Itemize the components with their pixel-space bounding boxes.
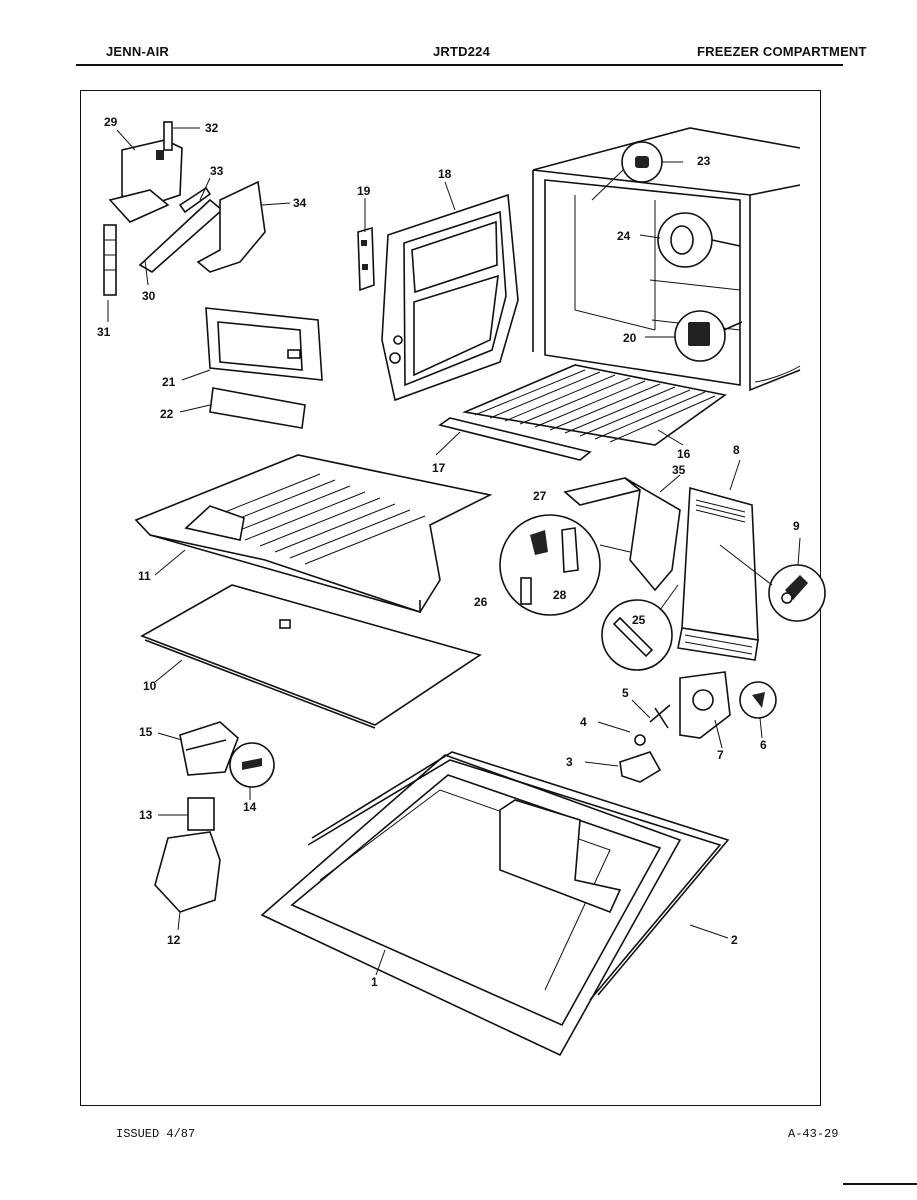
callout-3: 3 bbox=[566, 755, 573, 769]
callout-6: 6 bbox=[760, 738, 767, 752]
callout-30: 30 bbox=[142, 289, 156, 303]
footer-issued: ISSUED 4/87 bbox=[116, 1127, 196, 1141]
leader-lines bbox=[107, 127, 801, 976]
door-liner-part bbox=[381, 193, 519, 402]
footer-page-code: A-43-29 bbox=[788, 1127, 839, 1141]
callout-28: 28 bbox=[553, 588, 567, 602]
header-rule bbox=[76, 64, 843, 66]
callout-34: 34 bbox=[293, 196, 307, 210]
callout-17: 17 bbox=[432, 461, 446, 475]
callout-8: 8 bbox=[733, 443, 740, 457]
ice-bucket-part bbox=[154, 721, 275, 913]
callout-13: 13 bbox=[139, 808, 153, 822]
callout-9: 9 bbox=[793, 519, 800, 533]
callout-18: 18 bbox=[438, 167, 452, 181]
freezer-cabinet bbox=[532, 127, 801, 392]
footer-rule bbox=[843, 1183, 917, 1185]
callout-29: 29 bbox=[104, 115, 118, 129]
thermostat-part bbox=[674, 310, 743, 362]
freezer-shelf-part bbox=[134, 454, 493, 614]
callout-23: 23 bbox=[697, 154, 711, 168]
callout-2: 2 bbox=[731, 933, 738, 947]
header-model: JRTD224 bbox=[433, 44, 491, 59]
callout-26: 26 bbox=[474, 595, 488, 609]
callout-32: 32 bbox=[205, 121, 219, 135]
callout-5: 5 bbox=[622, 686, 629, 700]
callout-1: 1 bbox=[371, 975, 378, 989]
callout-7: 7 bbox=[717, 748, 724, 762]
callout-labels: 29 32 33 34 30 31 19 18 23 24 20 21 22 1… bbox=[97, 115, 800, 989]
callout-21: 21 bbox=[162, 375, 176, 389]
header-brand: JENN-AIR bbox=[106, 44, 169, 59]
hinge-part bbox=[357, 226, 375, 292]
defrost-thermostat-part bbox=[719, 544, 826, 622]
callout-16: 16 bbox=[677, 447, 691, 461]
callout-25: 25 bbox=[632, 613, 646, 627]
air-duct-part bbox=[563, 477, 681, 592]
light-shield-part bbox=[657, 212, 741, 268]
callout-10: 10 bbox=[143, 679, 157, 693]
callout-19: 19 bbox=[357, 184, 371, 198]
fan-assembly-part bbox=[619, 671, 777, 783]
glass-shelf-part bbox=[140, 584, 482, 729]
damper-detail-part bbox=[499, 514, 631, 616]
callout-11: 11 bbox=[138, 569, 151, 583]
callout-14: 14 bbox=[243, 800, 257, 814]
callout-24: 24 bbox=[617, 229, 631, 243]
callout-12: 12 bbox=[167, 933, 181, 947]
control-assembly-part bbox=[103, 121, 266, 296]
wire-shelf-part bbox=[438, 364, 727, 461]
callout-35: 35 bbox=[672, 463, 686, 477]
callout-33: 33 bbox=[210, 164, 224, 178]
evaporator-cover-part bbox=[677, 486, 759, 661]
callout-31: 31 bbox=[97, 325, 111, 339]
callout-22: 22 bbox=[160, 407, 174, 421]
callout-20: 20 bbox=[623, 331, 637, 345]
light-bulb-part bbox=[591, 141, 663, 201]
floor-pan-part bbox=[260, 751, 730, 1057]
callout-15: 15 bbox=[139, 725, 153, 739]
header-section: FREEZER COMPARTMENT bbox=[697, 44, 867, 59]
callout-4: 4 bbox=[580, 715, 587, 729]
callout-27: 27 bbox=[533, 489, 547, 503]
control-panel-part bbox=[205, 307, 323, 429]
defrost-heater-part bbox=[601, 584, 679, 671]
